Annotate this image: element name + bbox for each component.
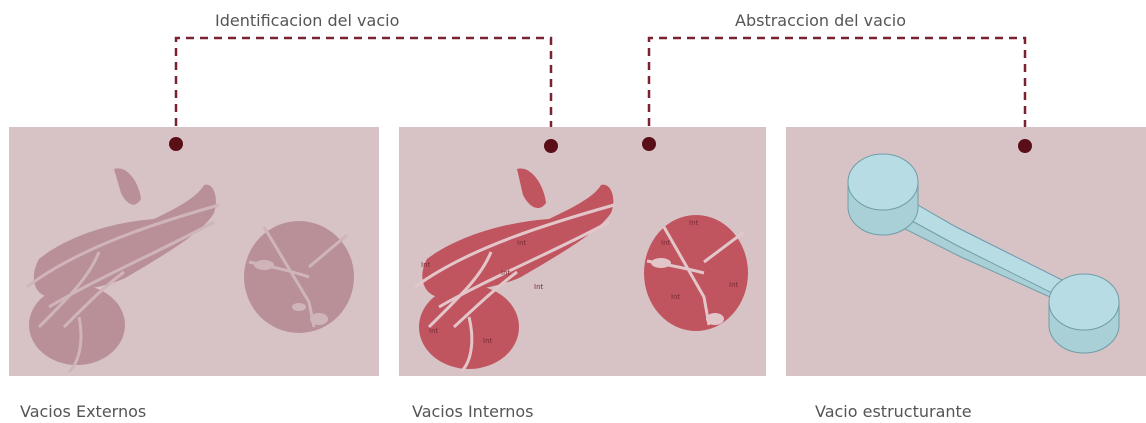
connector-dot bbox=[544, 139, 558, 153]
panel-vacios-internos: Int Int Int Int Int Int Int Int Int Int bbox=[399, 127, 766, 376]
void-label: Int bbox=[483, 337, 493, 345]
void-label: Int bbox=[671, 293, 681, 301]
void-label: Int bbox=[501, 269, 511, 277]
connector-dot bbox=[1018, 139, 1032, 153]
abstraccion-title: Abstraccion del vacio bbox=[735, 11, 906, 30]
vacios-internos-caption: Vacios Internos bbox=[412, 402, 534, 421]
panel-vacios-externos bbox=[9, 127, 379, 376]
connector-dot bbox=[642, 137, 656, 151]
void-label: Int bbox=[421, 261, 431, 269]
void-label: Int bbox=[729, 281, 739, 289]
void-label: Int bbox=[661, 239, 671, 247]
connector-dot bbox=[169, 137, 183, 151]
external-voids-drawing bbox=[26, 168, 354, 374]
void-label: Int bbox=[429, 327, 439, 335]
void-label: Int bbox=[689, 219, 699, 227]
vacios-externos-caption: Vacios Externos bbox=[20, 402, 147, 421]
panel-vacio-estructurante bbox=[786, 127, 1146, 376]
void-label: Int bbox=[517, 239, 527, 247]
identificacion-title: Identificacion del vacio bbox=[215, 11, 400, 30]
void-label: Int bbox=[534, 283, 544, 291]
structural-void-3d bbox=[847, 153, 1120, 354]
vacio-estructurante-caption: Vacio estructurante bbox=[815, 402, 972, 421]
internal-voids-drawing: Int Int Int Int Int Int Int Int Int Int bbox=[414, 168, 748, 374]
